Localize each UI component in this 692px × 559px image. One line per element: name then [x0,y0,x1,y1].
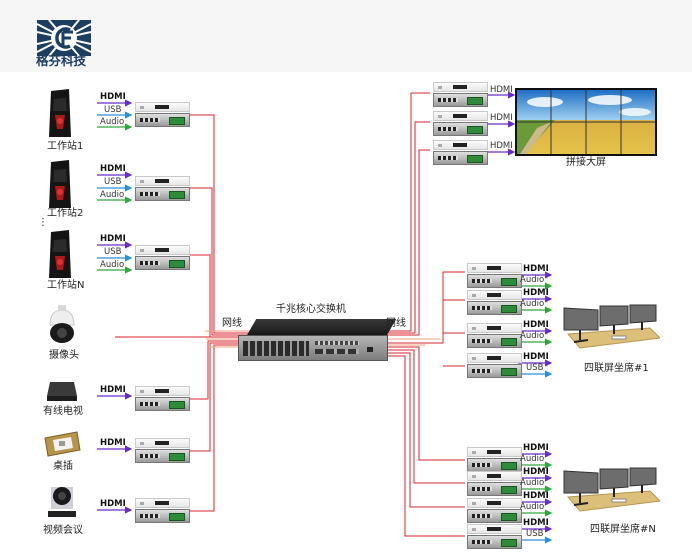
signal-label-audio: Audio [520,502,545,512]
signal-label-hdmi: HDMI [523,320,549,330]
signal-label-hdmi: HDMI [523,264,549,274]
core-switch-label: 千兆核心交换机 [276,304,346,315]
signal-label-hdmi: HDMI [100,438,126,448]
signal-label-hdmi: HDMI [100,164,126,174]
seat-label: 四联屏坐席#1 [584,363,649,374]
kvm-decoder-module [467,471,522,497]
cable-seatn-1 [388,346,465,461]
kvm-encoder-module [135,386,190,412]
cable-wall-1 [385,92,430,332]
signal-label-hdmi: HDMI [100,499,126,509]
source-label: 工作站2 [47,208,84,219]
set-top-box-icon [47,382,77,401]
kvm-decoder-module [467,263,522,289]
signal-label-hdmi: HDMI [523,491,549,501]
cable-ws2 [190,187,250,336]
right-link-label: 网线 [386,318,406,329]
switch-chassis-top [247,319,397,335]
kvm-encoder-module [135,176,190,202]
cable-ws1 [190,114,250,334]
signal-label-audio: Audio [520,454,545,464]
brand-name: 格芬科技 [36,53,87,68]
right-cables [385,92,465,537]
switch-ethernet-ports [243,341,309,356]
signal-label-hdmi: HDMI [100,92,126,102]
kvm-encoder-module [135,245,190,271]
video-wall-icon [515,88,657,156]
kvm-decoder-module [467,498,522,524]
workstation-tower-icon [49,230,71,278]
signal-label-usb: USB [526,363,544,373]
kvm-encoder-module [135,102,190,128]
signal-label-audio: Audio [100,260,125,270]
signal-label-audio: Audio [100,117,125,127]
gf-sunburst-logo-icon [37,20,91,56]
signal-arrows-left [97,99,133,514]
cable-vc [190,344,245,512]
ptz-dome-camera-icon [49,305,75,343]
signal-label-hdmi: HDMI [490,85,513,95]
kvm-decoder-module [467,353,522,379]
signal-label-hdmi: HDMI [523,443,549,453]
signal-label-hdmi: HDMI [523,288,549,298]
video-wall-label: 拼接大屏 [566,157,606,168]
signal-label-audio: Audio [520,478,545,488]
kvm-decoder-module [467,323,522,349]
signal-label-hdmi: HDMI [100,385,126,395]
left-cables [115,114,250,512]
kvm-decoder-module [467,524,522,550]
kvm-encoder-module [135,438,190,464]
conference-camera-icon [48,487,76,517]
seat-label: 四联屏坐席#N [590,524,656,535]
source-label: 工作站N [47,280,85,291]
signal-label-audio: Audio [520,331,545,341]
signal-label-audio: Audio [520,275,545,285]
source-label: 工作站1 [47,141,84,152]
kvm-encoder-module [135,498,190,524]
triple-monitor-desk-icon [563,304,660,349]
cable-desk [190,342,245,452]
cable-seatn-4 [388,355,465,537]
cable-wall-2 [385,121,430,334]
source-label: 视频会议 [43,525,83,536]
cable-wall-3 [385,149,430,336]
signal-label-usb: USB [526,529,544,539]
signal-label-hdmi: HDMI [523,518,549,528]
kvm-decoder-module [433,140,488,166]
desk-socket-icon [44,431,81,457]
kvm-decoder-module [433,111,488,137]
workstation-tower-icon [49,160,71,208]
ellipsis-more-workstations: ⋮ [38,217,48,228]
cable-seatn-2 [388,349,465,484]
left-link-label: 网线 [222,318,242,329]
signal-label-hdmi: HDMI [523,352,549,362]
triple-monitor-desk-icon [563,467,660,512]
signal-label-usb: USB [104,105,122,115]
signal-label-hdmi: HDMI [523,467,549,477]
signal-label-hdmi: HDMI [490,141,513,151]
kvm-decoder-module [467,290,522,316]
cable-seatn-3 [388,352,465,508]
kvm-decoder-module [433,82,488,108]
workstation-tower-icon [49,89,71,137]
switch-console-port [367,347,373,352]
source-label: 有线电视 [43,406,83,417]
switch-sfp-ports [315,349,359,354]
signal-label-audio: Audio [100,190,125,200]
header-band: 格芬科技 [0,0,692,72]
kvm-decoder-module [467,447,522,473]
signal-label-usb: USB [104,247,122,257]
signal-label-hdmi: HDMI [100,234,126,244]
switch-front-panel [238,335,388,361]
cable-tv [190,340,245,400]
signal-label-hdmi: HDMI [490,113,513,123]
switch-status-leds [315,341,359,345]
source-label: 摄像头 [49,350,79,361]
source-label: 桌插 [53,461,73,472]
signal-label-audio: Audio [520,299,545,309]
cable-seat1 [388,271,465,367]
signal-arrows-right [486,91,553,544]
signal-label-usb: USB [104,177,122,187]
